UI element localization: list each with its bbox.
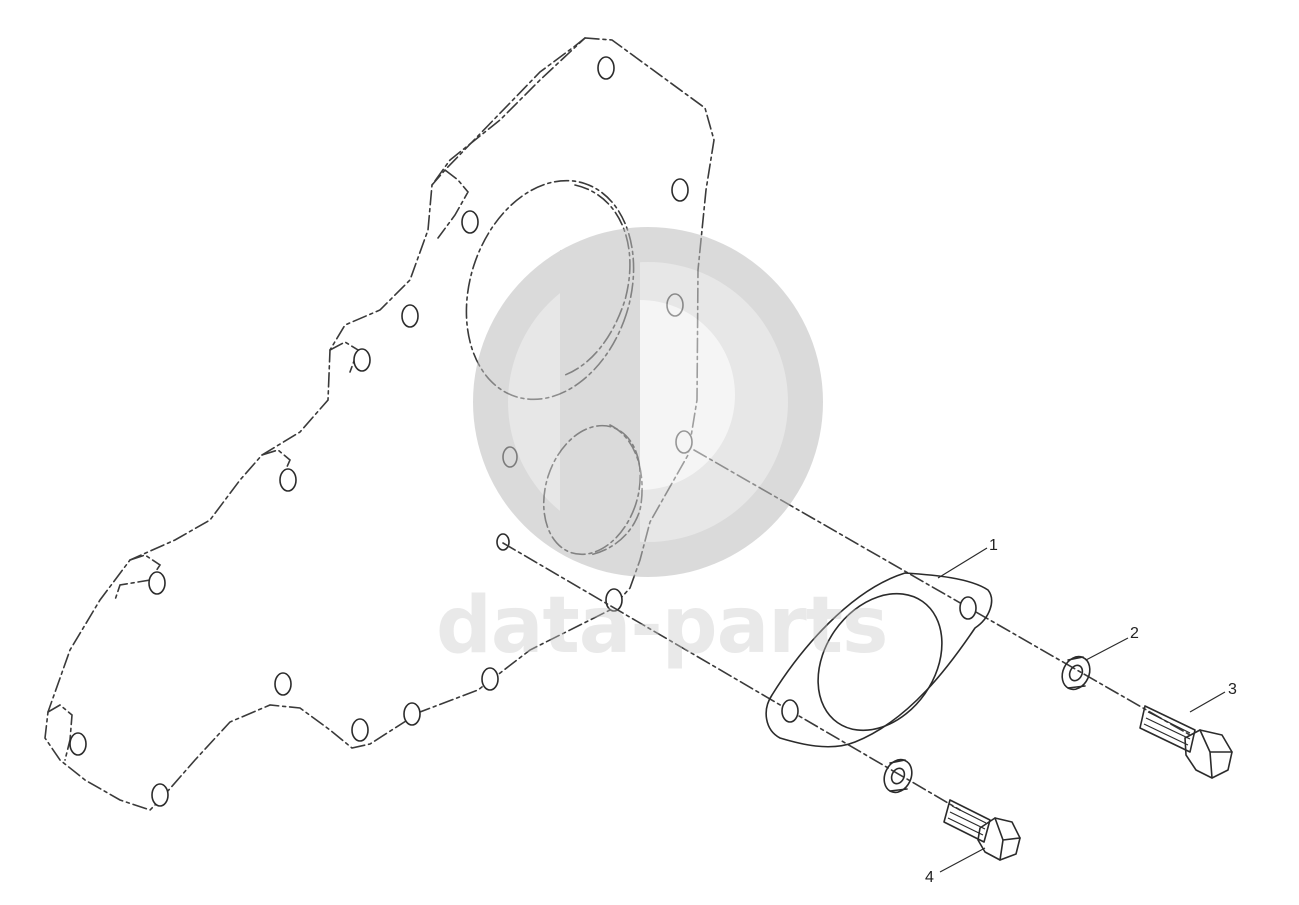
bolt-short-shank — [943, 799, 991, 843]
callout-1-label: 1 — [989, 537, 998, 554]
bolt-short — [943, 799, 1021, 861]
housing-bolt-hole — [671, 178, 689, 202]
gasket — [765, 572, 993, 748]
callout-1-leader — [937, 547, 988, 579]
dp-circle-logo-icon — [473, 227, 823, 577]
bolt-long-shank — [1139, 705, 1196, 753]
housing-bolt-hole — [69, 732, 87, 756]
lower-centerline — [502, 542, 961, 811]
watermark-text: data-parts — [436, 581, 887, 671]
bolt-short-head — [977, 817, 1021, 861]
callout-2-label: 2 — [1130, 625, 1139, 642]
housing-rear-edge — [47, 37, 586, 761]
washer-lower — [883, 758, 913, 794]
housing-bolt-hole — [461, 210, 479, 234]
bolt-long-head — [1184, 729, 1233, 779]
callout-3-label: 3 — [1228, 681, 1237, 698]
housing-bolt-hole — [481, 667, 499, 691]
gasket-inner-bore — [817, 592, 943, 732]
housing-bolt-hole — [279, 468, 297, 492]
housing-bolt-hole — [151, 783, 169, 807]
watermark: data-parts — [436, 227, 888, 671]
housing-bolt-hole — [351, 718, 369, 742]
callout-2-leader — [1085, 637, 1129, 661]
callout-3-leader — [1189, 691, 1226, 713]
housing-bolt-hole — [401, 304, 419, 328]
housing-bolt-hole — [274, 672, 292, 696]
gasket-upper-hole — [959, 596, 977, 620]
bolt-long — [1139, 705, 1233, 779]
gasket-outline — [765, 572, 993, 748]
housing-bolt-hole — [403, 702, 421, 726]
callout-4-label: 4 — [925, 869, 934, 886]
housing-bolt-hole — [148, 571, 166, 595]
callout-4-leader — [939, 847, 986, 873]
housing-bolt-hole — [605, 588, 623, 612]
washer-upper — [1061, 655, 1091, 691]
housing-bolt-hole — [597, 56, 615, 80]
gasket-lower-hole — [781, 699, 799, 723]
housing-bolt-hole — [353, 348, 371, 372]
housing-bolt-hole — [496, 533, 510, 551]
callouts: 1 2 3 4 — [925, 537, 1237, 886]
